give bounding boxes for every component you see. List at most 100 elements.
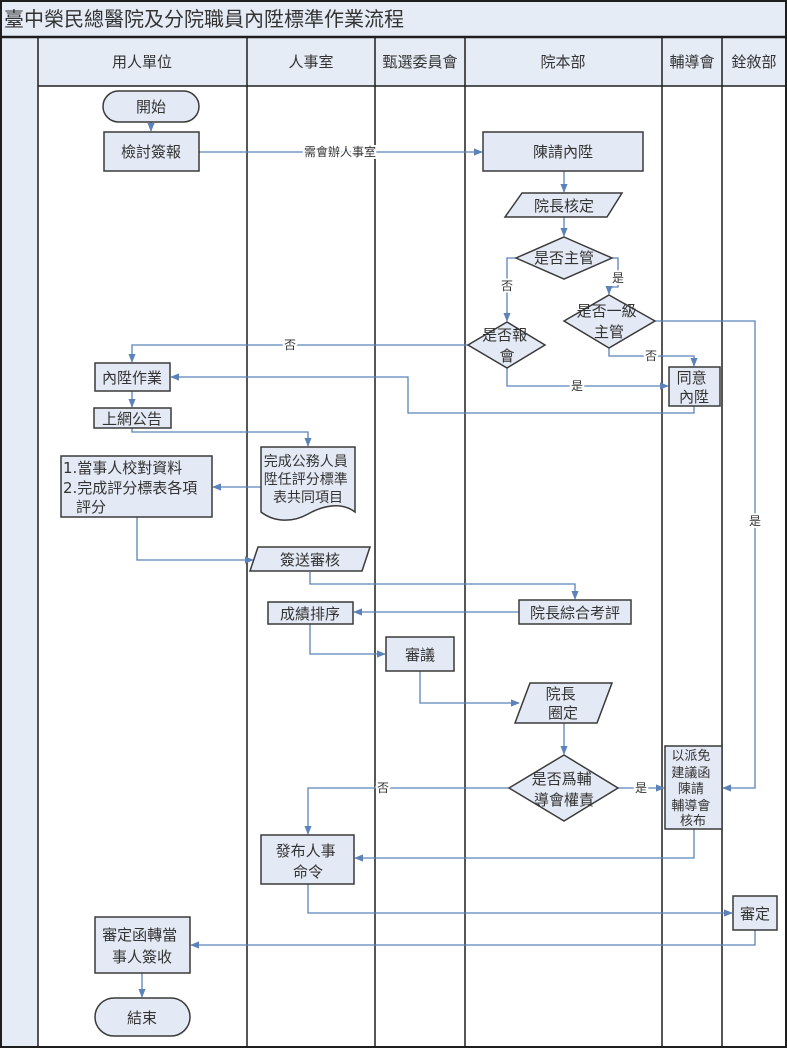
connector-first-level-yes: [655, 320, 756, 792]
node-label: 審定函轉當 事人簽收: [102, 926, 182, 966]
connector-authority-no: [304, 787, 509, 835]
node-promotion-work: 內陞作業: [94, 362, 171, 392]
node-forward-notice: 審定函轉當 事人簽收: [94, 916, 191, 974]
node-is-supervisor: 是否主管: [514, 236, 614, 280]
connector-proposal-to-order: [354, 829, 695, 862]
edge-label-no: 否: [645, 349, 657, 363]
io-shape: [248, 546, 372, 572]
io-shape: [513, 682, 614, 724]
node-label: 是否主管: [534, 249, 594, 267]
node-vac-proposal: 以派免 建議函 陳請 輔導會 核布: [664, 745, 723, 830]
node-label: 是否爲輔 導會權責: [532, 770, 597, 809]
node-label: 上網公告: [102, 410, 162, 428]
node-director-eval: 院長綜合考評: [518, 599, 632, 625]
connector-supervisor-no: [503, 257, 516, 322]
lane-header-user-unit: 用人單位: [112, 53, 172, 71]
edge-label-yes: 是: [635, 781, 647, 795]
node-review-report: 檢討簽報: [103, 131, 200, 172]
process-shape: [732, 895, 778, 931]
decision-shape: [514, 236, 614, 280]
connector-supervisor-yes: [605, 257, 619, 295]
terminal-shape: [94, 997, 191, 1037]
connector-ranking-to-deliberation: [309, 624, 386, 658]
process-shape: [518, 599, 632, 625]
lane-header-vac: 輔導會: [669, 53, 714, 71]
process-shape: [93, 407, 172, 429]
title-bar: [0, 0, 787, 37]
connector-ministry-to-forward: [190, 930, 756, 949]
connector-first-level-no: [608, 348, 698, 367]
connector-notice-to-common: [131, 428, 312, 447]
process-shape: [94, 916, 191, 974]
edge-label-yes: 是: [571, 379, 583, 393]
process-shape: [482, 131, 644, 172]
node-issue-order: 發布人事 命令: [260, 834, 355, 885]
node-label: 發布人事 命令: [276, 842, 341, 881]
process-shape: [94, 362, 171, 392]
node-verify-score: 1.當事人校對資料 2.完成評分標表各項 評分: [60, 455, 213, 518]
lane-header-headquarters: 院本部: [540, 53, 585, 71]
lane-body: [38, 86, 787, 1047]
process-shape: [385, 636, 455, 672]
document-shape: [260, 446, 356, 521]
node-submit-review: 簽送審核: [248, 546, 372, 572]
edge-label-no: 否: [284, 338, 296, 352]
node-label: 審議: [405, 646, 435, 664]
connector-verify-to-submit: [136, 517, 254, 564]
node-label: 1.當事人校對資料 2.完成評分標表各項 評分: [63, 459, 202, 516]
connectors: [128, 122, 756, 998]
node-online-notice: 上網公告: [93, 407, 172, 429]
decision-shape: [507, 754, 620, 822]
io-shape: [503, 192, 624, 218]
node-label: 內陞作業: [102, 369, 162, 387]
node-label: 陳請內陞: [533, 143, 593, 161]
process-shape: [60, 455, 213, 518]
process-shape: [664, 745, 723, 830]
node-label: 簽送審核: [280, 551, 340, 569]
lane-header-ministry: 銓敘部: [731, 53, 776, 71]
node-label: 院長 圈定: [546, 685, 581, 722]
decision-shape: [466, 321, 547, 369]
edge-label-yes: 是: [749, 514, 761, 528]
node-director-select: 院長 圈定: [513, 682, 614, 724]
lane-header-selection-committee: 甄選委員會: [382, 53, 457, 71]
node-label: 同意 內陞: [677, 369, 712, 406]
node-label: 成績排序: [280, 605, 340, 623]
node-director-approval: 院長核定: [503, 192, 624, 218]
node-deliberation: 審議: [385, 636, 455, 672]
node-ranking: 成績排序: [267, 601, 354, 625]
process-shape: [668, 366, 721, 407]
diagram-title: 臺中榮民總醫院及分院職員內陞標準作業流程: [4, 7, 404, 31]
node-is-first-level: 是否一級 主管: [562, 294, 657, 349]
node-label: 完成公務人員 陞任評分標準 表共同項目: [264, 454, 352, 506]
terminal-shape: [102, 90, 200, 123]
connector-order-to-ministry: [307, 884, 733, 917]
left-strip: [0, 37, 38, 1048]
node-end: 結束: [94, 997, 191, 1037]
connector-report-yes: [506, 368, 669, 390]
edge-label-coordinate-personnel: 需會辦人事室: [304, 144, 376, 159]
node-approve-promotion: 同意 內陞: [668, 366, 721, 407]
process-shape: [260, 834, 355, 885]
node-label: 審定: [740, 905, 770, 923]
connector-approve-to-work: [170, 373, 695, 414]
node-common-items: 完成公務人員 陞任評分標準 表共同項目: [260, 446, 356, 521]
process-shape: [267, 601, 354, 625]
node-label: 院長核定: [534, 197, 594, 215]
node-label: 是否報 會: [482, 326, 532, 365]
node-label: 院長綜合考評: [530, 604, 620, 622]
node-needs-report: 是否報 會: [466, 321, 547, 369]
connector-deliberation-to-select: [419, 671, 520, 707]
edge-label-no: 否: [501, 279, 513, 293]
node-label: 檢討簽報: [121, 143, 181, 161]
node-label: 結束: [127, 1009, 157, 1027]
connector-report-no: [128, 344, 468, 363]
node-label: 是否一級 主管: [577, 302, 642, 341]
node-label: 開始: [136, 98, 166, 116]
node-label: 以派免 建議函 陳請 輔導會 核布: [671, 749, 714, 829]
edge-label-no: 否: [377, 781, 389, 795]
node-start: 開始: [102, 90, 200, 123]
process-shape: [103, 131, 200, 172]
